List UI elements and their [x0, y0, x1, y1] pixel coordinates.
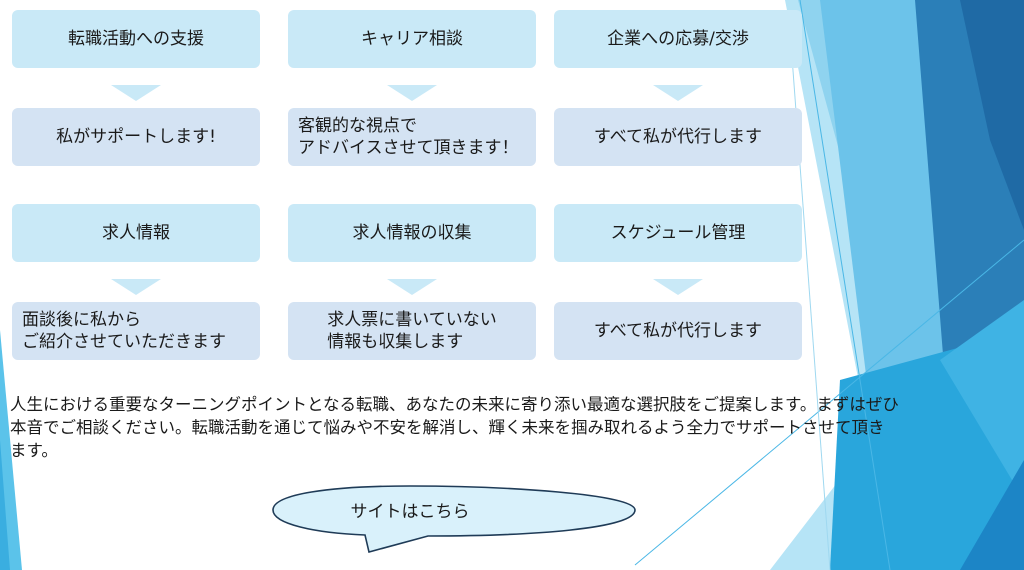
card-body-job-support: 私がサポートします! — [12, 108, 260, 166]
down-arrow-icon — [653, 85, 703, 101]
speech-bubble-icon — [272, 485, 636, 553]
down-arrow-icon — [111, 279, 161, 295]
card-header-label: 求人情報 — [102, 223, 170, 243]
down-arrow-icon — [387, 279, 437, 295]
card-header-career-consultation: キャリア相談 — [288, 10, 536, 68]
card-body-line: ご紹介させていただきます — [22, 332, 226, 352]
card-header-application-negotiation: 企業への応募/交渉 — [554, 10, 802, 68]
card-header-job-info-collection: 求人情報の収集 — [288, 204, 536, 262]
description-paragraph: 人生における重要なターニングポイントとなる転職、あなたの未来に寄り添い最適な選択… — [10, 395, 899, 460]
card-body-line: 客観的な視点で — [298, 116, 417, 136]
card-body-line: 情報も収集します — [327, 332, 464, 352]
card-header-job-support: 転職活動への支援 — [12, 10, 260, 68]
card-body-line: アドバイスさせて頂きます！ — [298, 138, 519, 158]
down-arrow-icon — [387, 85, 437, 101]
card-body-career-consultation: 客観的な視点で アドバイスさせて頂きます！ — [288, 108, 536, 166]
card-body-schedule-management: すべて私が代行します — [554, 302, 802, 360]
card-header-label: キャリア相談 — [361, 29, 463, 49]
card-body-line: 求人票に書いていない — [327, 310, 497, 330]
card-body-job-info: 面談後に私から ご紹介させていただきます — [12, 302, 260, 360]
card-body-line: 面談後に私から — [22, 310, 141, 330]
card-body-application-negotiation: すべて私が代行します — [554, 108, 802, 166]
site-link-button[interactable]: サイトはこちら — [270, 484, 640, 556]
card-body-line: すべて私が代行します — [593, 321, 763, 341]
down-arrow-icon — [653, 279, 703, 295]
down-arrow-icon — [111, 85, 161, 101]
card-header-label: スケジュール管理 — [610, 223, 746, 243]
card-header-label: 求人情報の収集 — [352, 223, 472, 243]
card-body-line: すべて私が代行します — [593, 127, 763, 147]
card-header-schedule-management: スケジュール管理 — [554, 204, 802, 262]
card-body-line: 私がサポートします! — [56, 127, 216, 147]
card-body-job-info-collection: 求人票に書いていない 情報も収集します — [288, 302, 536, 360]
card-header-job-info: 求人情報 — [12, 204, 260, 262]
card-header-label: 企業への応募/交渉 — [607, 29, 749, 49]
site-link-label: サイトはこちら — [350, 502, 470, 522]
card-header-label: 転職活動への支援 — [68, 29, 204, 49]
